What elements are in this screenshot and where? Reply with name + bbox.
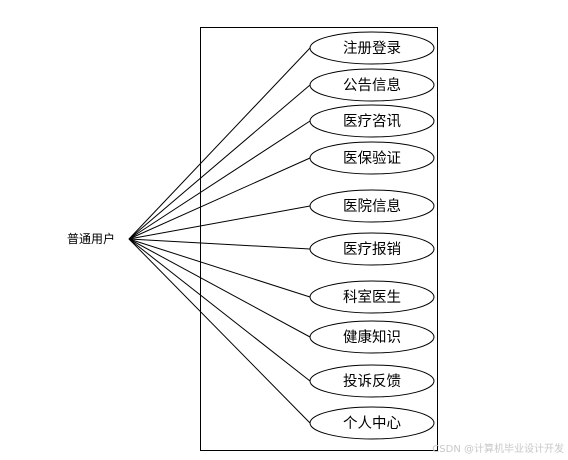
use-case-label: 医疗咨讯 (343, 113, 401, 130)
use-case-ellipse (309, 104, 435, 138)
use-case: 投诉反馈 (309, 364, 435, 398)
use-case-ellipse (309, 320, 435, 354)
use-case-label: 医保验证 (343, 150, 401, 167)
association-line (128, 205, 311, 240)
use-case-ellipse (309, 364, 435, 398)
association-line (128, 47, 311, 240)
use-case-label: 科室医生 (343, 289, 401, 306)
use-case: 健康知识 (309, 320, 435, 354)
association-line (128, 238, 311, 424)
use-case-label: 注册登录 (343, 40, 401, 57)
use-case-ellipse (309, 232, 435, 266)
association-line (128, 238, 311, 250)
use-case-ellipse (309, 31, 435, 65)
association-line (128, 84, 311, 240)
use-case: 医疗报销 (309, 232, 435, 266)
use-case-ellipse (309, 141, 435, 175)
use-case-label: 个人中心 (343, 415, 401, 432)
association-line (128, 238, 311, 338)
use-case-label: 医院信息 (343, 198, 401, 215)
use-case: 个人中心 (309, 406, 435, 440)
use-case: 医保验证 (309, 141, 435, 175)
use-case-label: 医疗报销 (343, 241, 401, 258)
use-case-label: 健康知识 (343, 329, 401, 346)
use-case: 医疗咨讯 (309, 104, 435, 138)
use-case: 注册登录 (309, 31, 435, 65)
actor-label: 普通用户 (67, 231, 115, 246)
use-case-label: 投诉反馈 (343, 373, 401, 390)
association-line (128, 120, 311, 240)
use-case-ellipse (309, 280, 435, 314)
use-case-ellipse (309, 406, 435, 440)
use-case-ellipse (309, 68, 435, 102)
association-line (128, 238, 311, 298)
association-line (128, 157, 311, 240)
use-case-ellipse (309, 189, 435, 223)
association-line (128, 238, 311, 382)
association-lines (128, 47, 311, 424)
system-boundary (200, 27, 438, 451)
use-case: 科室医生 (309, 280, 435, 314)
use-case: 医院信息 (309, 189, 435, 223)
use-case: 公告信息 (309, 68, 435, 102)
watermark: CSDN @计算机毕业设计开发 (432, 442, 564, 455)
use-case-label: 公告信息 (343, 77, 401, 94)
